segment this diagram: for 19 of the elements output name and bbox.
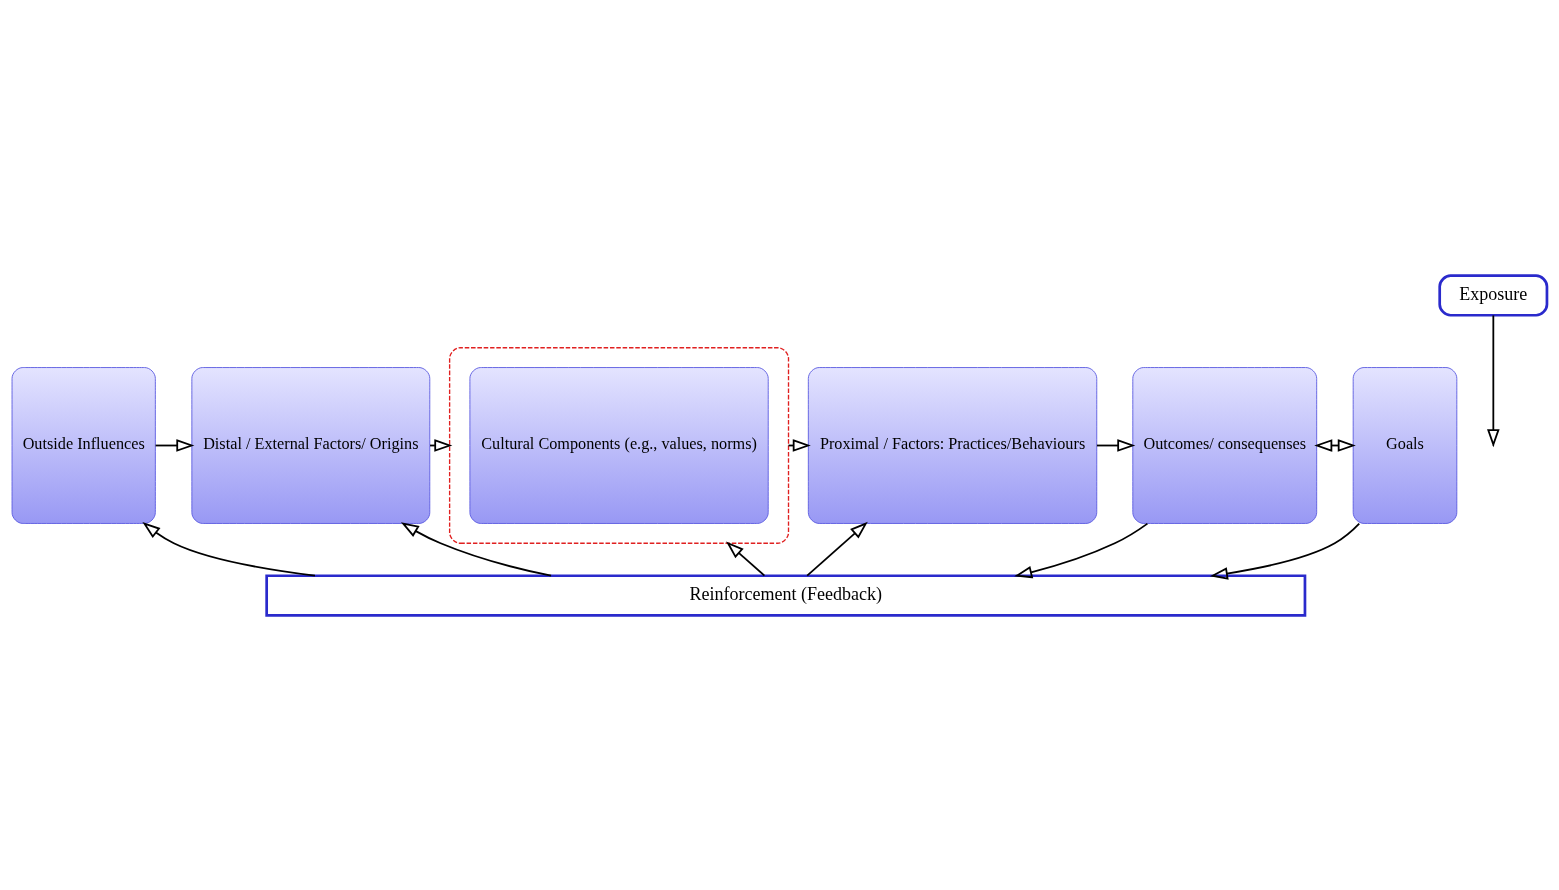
arrow — [154, 438, 195, 452]
cluster — [448, 346, 790, 544]
node-box: Cultural Components (e.g., values, norms) — [469, 366, 769, 524]
node-box: Distal / External Factors/ Origins — [191, 366, 431, 524]
arrow — [726, 540, 766, 577]
node-box: Outside Influences — [11, 366, 156, 524]
arrow — [1314, 438, 1356, 452]
arrow — [142, 521, 316, 577]
arrow — [1014, 522, 1149, 578]
node-box: Proximal / Factors: Practices/Behaviours — [807, 366, 1098, 524]
node-box: Outcomes/ consequenses — [1132, 366, 1318, 524]
arrow — [806, 521, 868, 577]
node-box: Reinforcement (Feedback) — [265, 573, 1307, 617]
node-box: Exposure — [1438, 273, 1549, 317]
arrow — [1096, 438, 1136, 452]
arrow — [1487, 314, 1500, 447]
arrow — [400, 521, 552, 577]
arrow — [1209, 522, 1361, 580]
node-box: Goals — [1352, 366, 1458, 524]
